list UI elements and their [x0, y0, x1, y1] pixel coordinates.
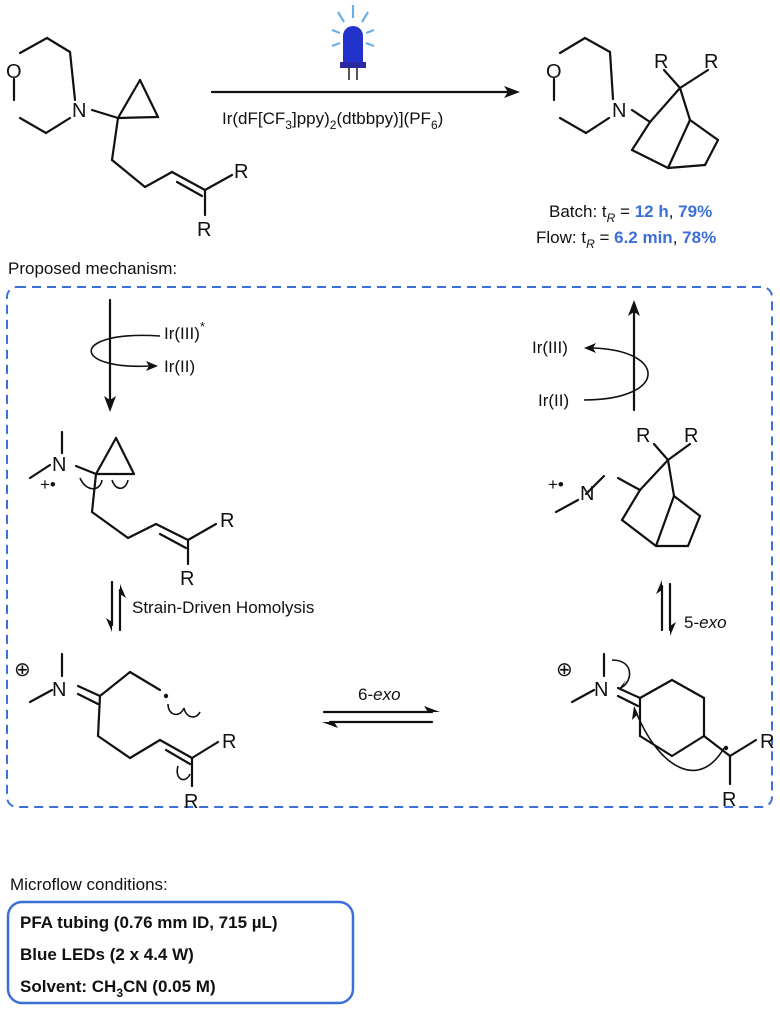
atom-r: R: [184, 791, 198, 813]
atom-r: R: [222, 731, 236, 753]
microflow-box: [6, 900, 355, 1005]
ir3-out-label: Ir(III): [532, 338, 568, 357]
microflow-title: Microflow conditions:: [10, 875, 168, 894]
equilibrium-arrow-6exo: [322, 706, 440, 728]
atom-o: O: [546, 61, 562, 83]
ir2-in-label: Ir(II): [538, 391, 569, 410]
atom-r: R: [180, 568, 194, 590]
cyclized-radical: [570, 652, 758, 786]
oplus-mark: ⊕: [556, 659, 573, 681]
radical-cation-product: [554, 442, 702, 548]
catalyst-label: Ir(dF[CF3]ppy)2(dtbbpy)](PF6): [222, 109, 443, 132]
atom-r: R: [760, 731, 774, 753]
oxidation-step: [90, 298, 161, 412]
product: O N R R: [546, 36, 720, 170]
blue-led-icon: [331, 5, 375, 80]
ir2-label: Ir(II): [164, 357, 195, 376]
radical-cation-mark: +•: [548, 475, 564, 494]
ir3-star-label: Ir(III)*: [164, 319, 205, 343]
atom-r: R: [234, 161, 248, 183]
atom-n: N: [52, 454, 66, 476]
mechanism-title: Proposed mechanism:: [8, 259, 177, 278]
oplus-mark: ⊕: [14, 659, 31, 681]
radical-cation-1: [28, 430, 218, 566]
microflow-line-3: Solvent: CH3CN (0.05 M): [20, 977, 216, 1000]
iminium-radical: [28, 652, 220, 788]
atom-r: R: [197, 219, 211, 241]
microflow-line-1: PFA tubing (0.76 mm ID, 715 µL): [20, 913, 278, 932]
atom-r: R: [654, 51, 668, 73]
atom-n: N: [594, 679, 608, 701]
microflow-line-2: Blue LEDs (2 x 4.4 W): [20, 945, 194, 964]
atom-r: R: [684, 425, 698, 447]
atom-n: N: [612, 100, 626, 122]
atom-n: N: [580, 483, 594, 505]
six-exo-label: 6-exo: [358, 685, 401, 704]
atom-o: O: [6, 61, 22, 83]
atom-r: R: [636, 425, 650, 447]
mechanism-box: [6, 286, 773, 808]
atom-r: R: [220, 510, 234, 532]
atom-n: N: [52, 679, 66, 701]
equilibrium-arrow-5exo: [656, 580, 676, 636]
atom-r: R: [722, 789, 736, 811]
radical-cation-mark: +•: [40, 475, 56, 494]
flow-result: Flow: tR = 6.2 min, 78%: [536, 228, 716, 251]
reduction-step: [583, 300, 649, 412]
equilibrium-arrow-homolysis: [106, 580, 126, 632]
starting-material: O N R R: [6, 36, 248, 241]
atom-r: R: [704, 51, 718, 73]
homolysis-label: Strain-Driven Homolysis: [132, 598, 314, 617]
reaction-arrow: [210, 86, 520, 98]
atom-n: N: [72, 100, 86, 122]
five-exo-label: 5-exo: [684, 613, 727, 632]
batch-result: Batch: tR = 12 h, 79%: [549, 202, 712, 225]
